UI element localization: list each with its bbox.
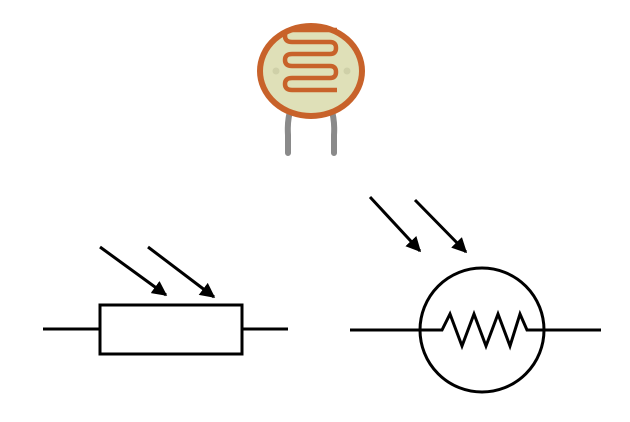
zigzag-resistor [434,309,530,351]
light-arrow-icon [99,245,168,297]
light-arrow-icon [413,198,468,254]
resistor-body [98,303,244,356]
light-arrow-icon [368,195,422,253]
light-arrow-icon [147,245,216,299]
bulb-circle [418,266,546,394]
right-contact [343,67,351,75]
ldr-symbol-rectangle [43,245,288,356]
cds-track [282,27,339,93]
left-contact [272,67,280,75]
ldr-symbol-circle [350,195,601,394]
photoresistor-image [257,23,365,156]
